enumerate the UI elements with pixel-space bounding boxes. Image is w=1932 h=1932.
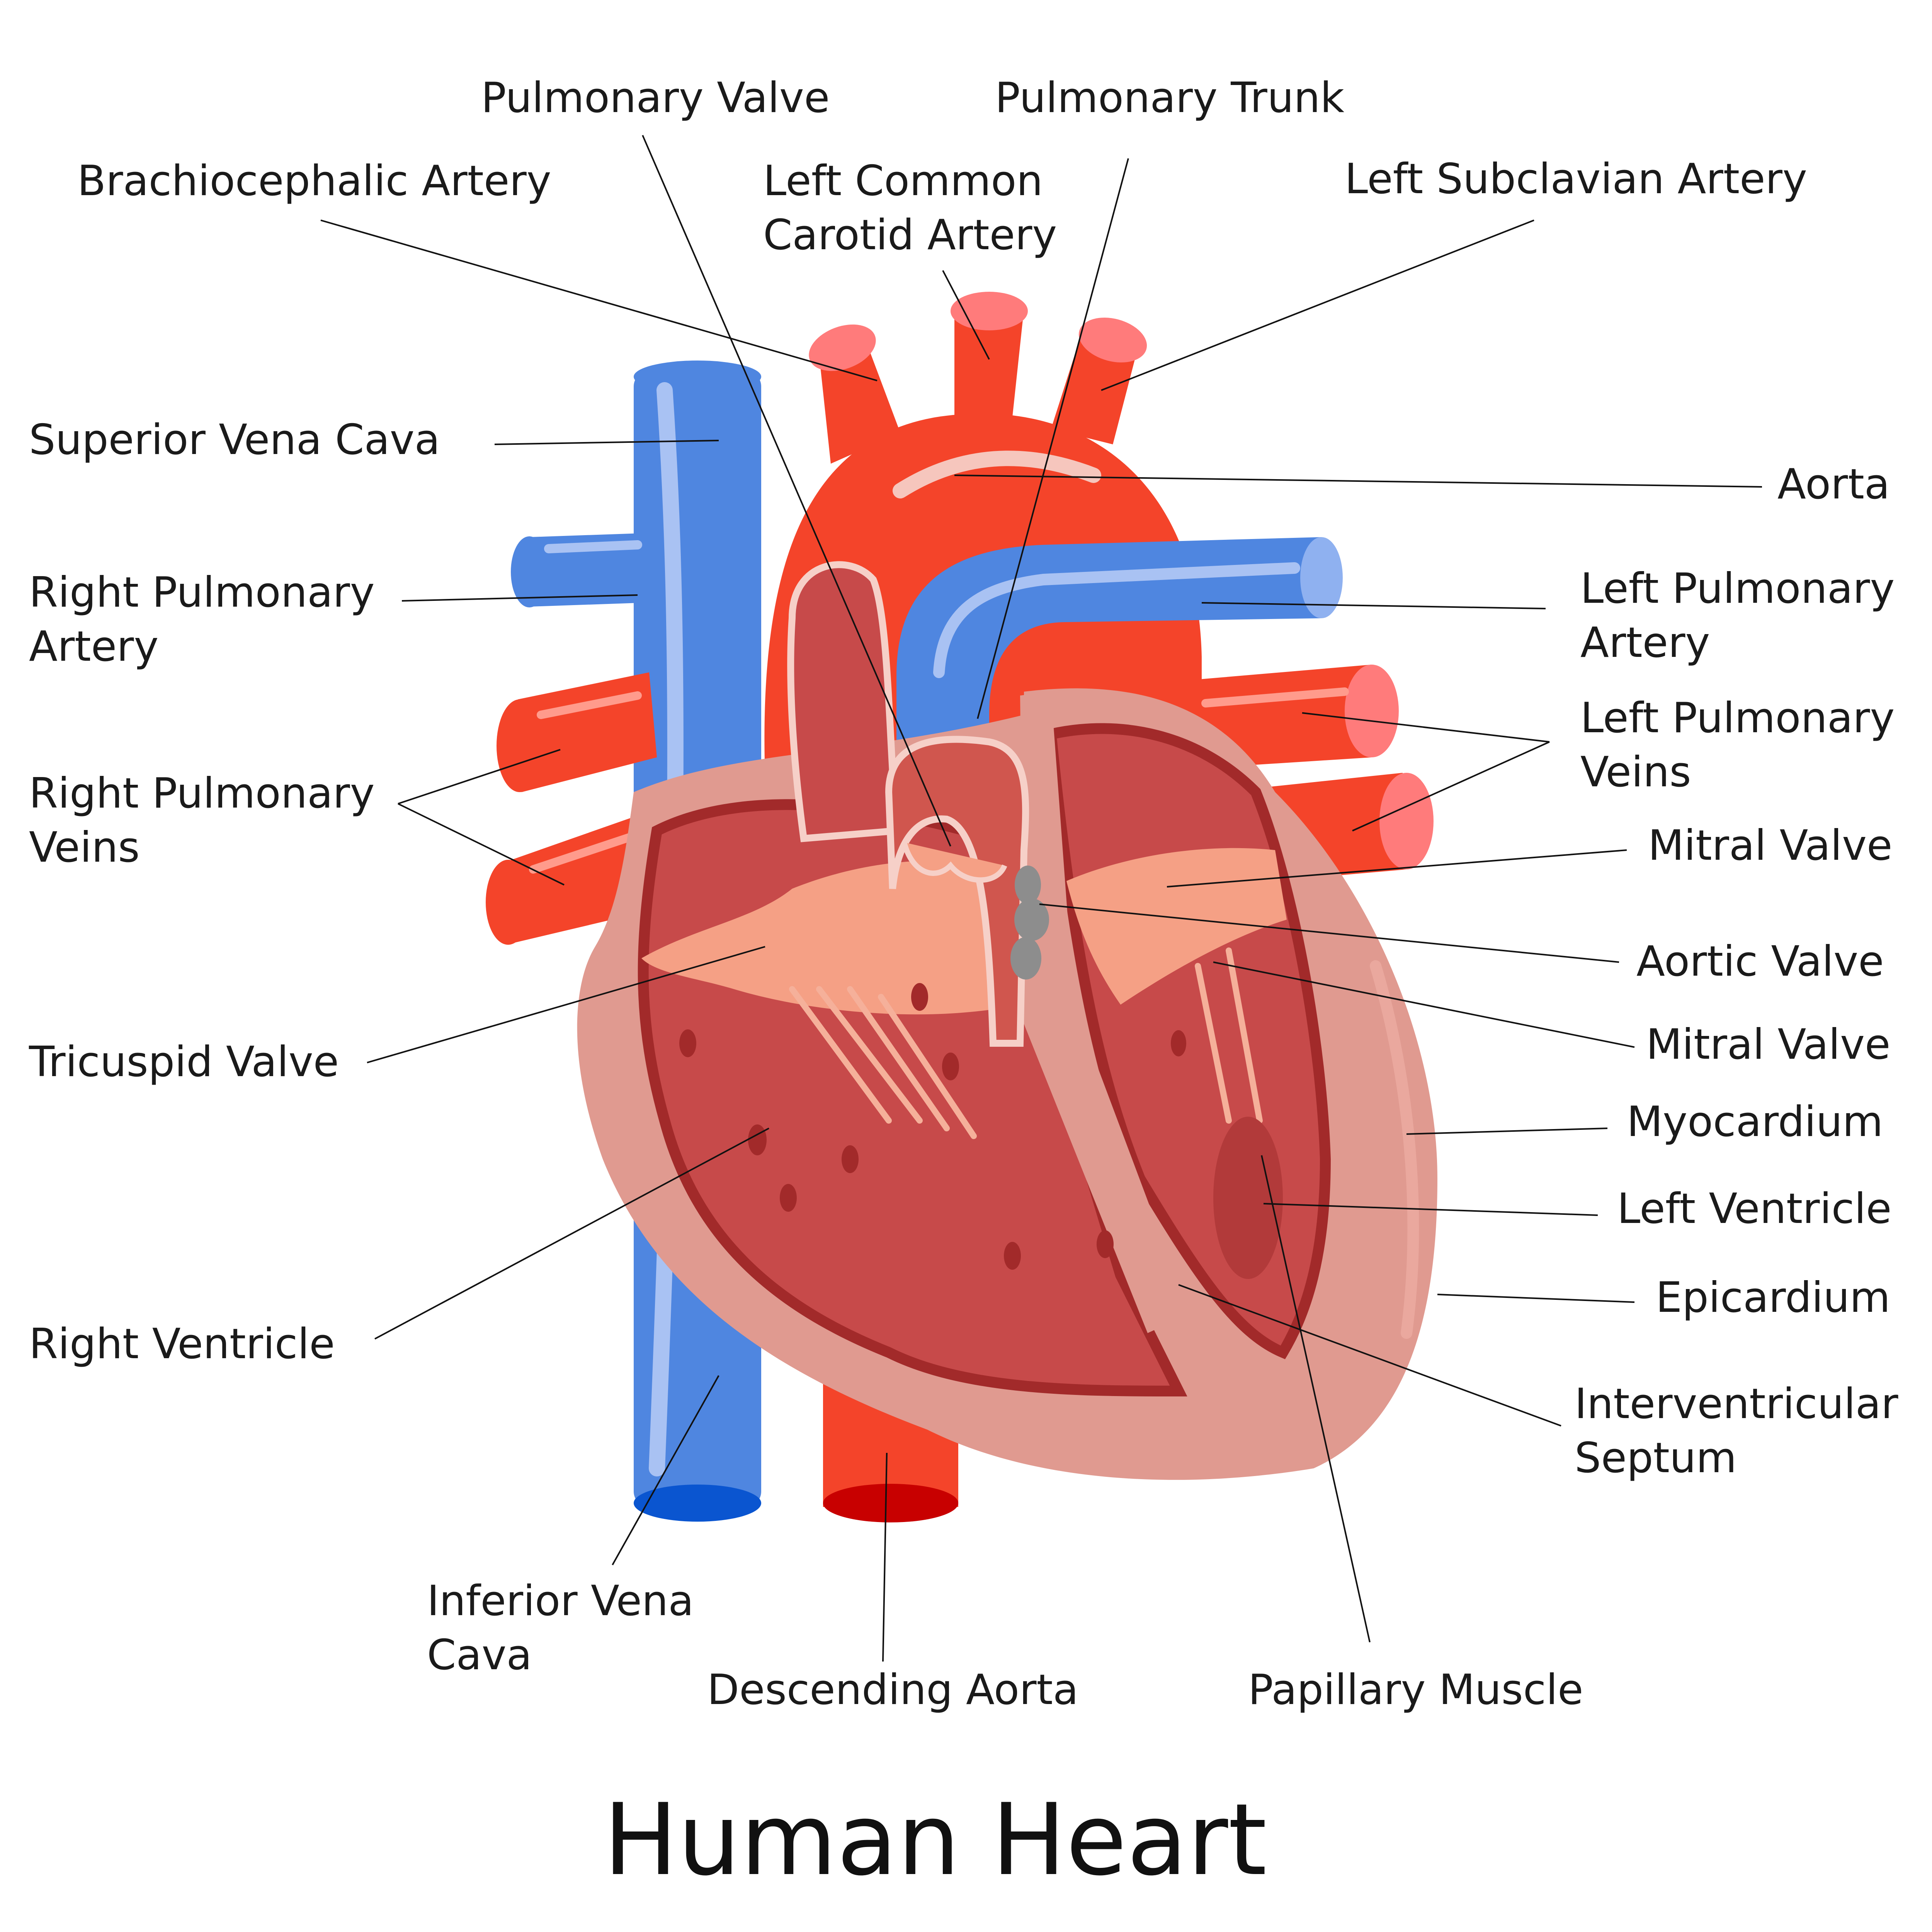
label-left-common-carotid-line1: Left Common: [763, 157, 1043, 205]
label-interventricular-septum-line2: Septum: [1575, 1434, 1737, 1482]
label-left-common-carotid-line2: Carotid Artery: [763, 211, 1057, 259]
leader-left-ventricle: [1263, 1203, 1598, 1216]
label-descending-aorta: Descending Aorta: [707, 1666, 1078, 1714]
leader-right-pulmonary-artery: [401, 594, 638, 602]
leader-left-common-carotid: [942, 270, 990, 360]
leader-pulmonary-valve: [642, 135, 951, 847]
label-pulmonary-trunk: Pulmonary Trunk: [995, 74, 1345, 122]
leader-descending-aorta: [882, 1452, 888, 1662]
label-papillary-muscle: Papillary Muscle: [1248, 1666, 1583, 1714]
label-brachiocephalic-artery: Brachiocephalic Artery: [77, 157, 551, 205]
leader-mitral-valve-bottom: [1213, 961, 1635, 1048]
label-right-pulmonary-veins-line2: Veins: [29, 823, 140, 872]
right-pulmonary-artery: [511, 533, 642, 607]
label-inferior-vena-cava-line2: Cava: [427, 1631, 532, 1679]
label-left-pulmonary-veins-line2: Veins: [1580, 748, 1691, 796]
heart-illustration: [486, 292, 1437, 1522]
leader-papillary-muscle: [1261, 1155, 1371, 1643]
label-aorta: Aorta: [1777, 460, 1890, 509]
diagram-title: Human Heart: [603, 1782, 1267, 1898]
leader-interventricular-septum: [1178, 1284, 1561, 1427]
label-mitral-valve-bottom: Mitral Valve: [1646, 1020, 1891, 1069]
leader-right-ventricle: [374, 1128, 769, 1340]
leader-myocardium: [1406, 1128, 1608, 1135]
leader-mitral-valve-top: [1167, 849, 1627, 888]
leader-right-pulmonary-veins-b: [398, 803, 565, 886]
leader-pulmonary-trunk: [977, 158, 1129, 719]
label-pulmonary-valve: Pulmonary Valve: [481, 74, 830, 122]
heart-body: [577, 561, 1437, 1480]
label-inferior-vena-cava-line1: Inferior Vena: [427, 1577, 694, 1625]
labels: Pulmonary Valve Pulmonary Trunk Brachioc…: [29, 74, 1898, 1714]
leader-aortic-valve: [1039, 903, 1619, 963]
leader-left-subclavian-artery: [1101, 219, 1534, 391]
label-left-ventricle: Left Ventricle: [1617, 1185, 1892, 1233]
leader-right-pulmonary-veins-a: [398, 749, 561, 804]
leader-epicardium: [1437, 1294, 1635, 1303]
label-right-ventricle: Right Ventricle: [29, 1320, 335, 1368]
leader-left-pulmonary-veins-a: [1302, 712, 1550, 743]
inferior-vena-cava-opening: [634, 1485, 761, 1522]
label-superior-vena-cava: Superior Vena Cava: [29, 416, 440, 464]
leader-brachiocephalic-artery: [320, 219, 878, 381]
leader-inferior-vena-cava: [612, 1375, 719, 1565]
leader-left-pulmonary-artery: [1201, 602, 1546, 609]
leader-lines: [320, 135, 1762, 1662]
label-left-pulmonary-artery-line2: Artery: [1580, 619, 1710, 667]
label-right-pulmonary-veins-line1: Right Pulmonary: [29, 769, 375, 818]
label-aortic-valve: Aortic Valve: [1636, 937, 1884, 986]
label-mitral-valve-top: Mitral Valve: [1648, 821, 1893, 870]
label-left-pulmonary-veins-line1: Left Pulmonary: [1580, 694, 1895, 742]
leader-left-pulmonary-veins-b: [1352, 741, 1550, 832]
papillary-muscle-shape: [1213, 1117, 1283, 1279]
chordae-tendineae: [789, 947, 1263, 1139]
aortic-valve-shape: [1010, 866, 1049, 980]
pulmonary-trunk: [896, 537, 1343, 773]
label-tricuspid-valve: Tricuspid Valve: [29, 1038, 339, 1086]
label-left-subclavian-artery: Left Subclavian Artery: [1345, 155, 1807, 203]
label-left-pulmonary-artery-line1: Left Pulmonary: [1580, 565, 1895, 613]
leader-aorta: [954, 474, 1762, 488]
label-myocardium: Myocardium: [1627, 1098, 1883, 1146]
label-epicardium: Epicardium: [1656, 1274, 1890, 1322]
label-right-pulmonary-artery-line1: Right Pulmonary: [29, 568, 375, 617]
leader-superior-vena-cava: [494, 440, 719, 445]
descending-aorta-opening: [823, 1484, 958, 1522]
leader-tricuspid-valve: [367, 946, 765, 1063]
label-interventricular-septum-line1: Interventricular: [1575, 1380, 1898, 1428]
trabeculae: [679, 983, 1186, 1270]
label-right-pulmonary-artery-line2: Artery: [29, 622, 158, 671]
